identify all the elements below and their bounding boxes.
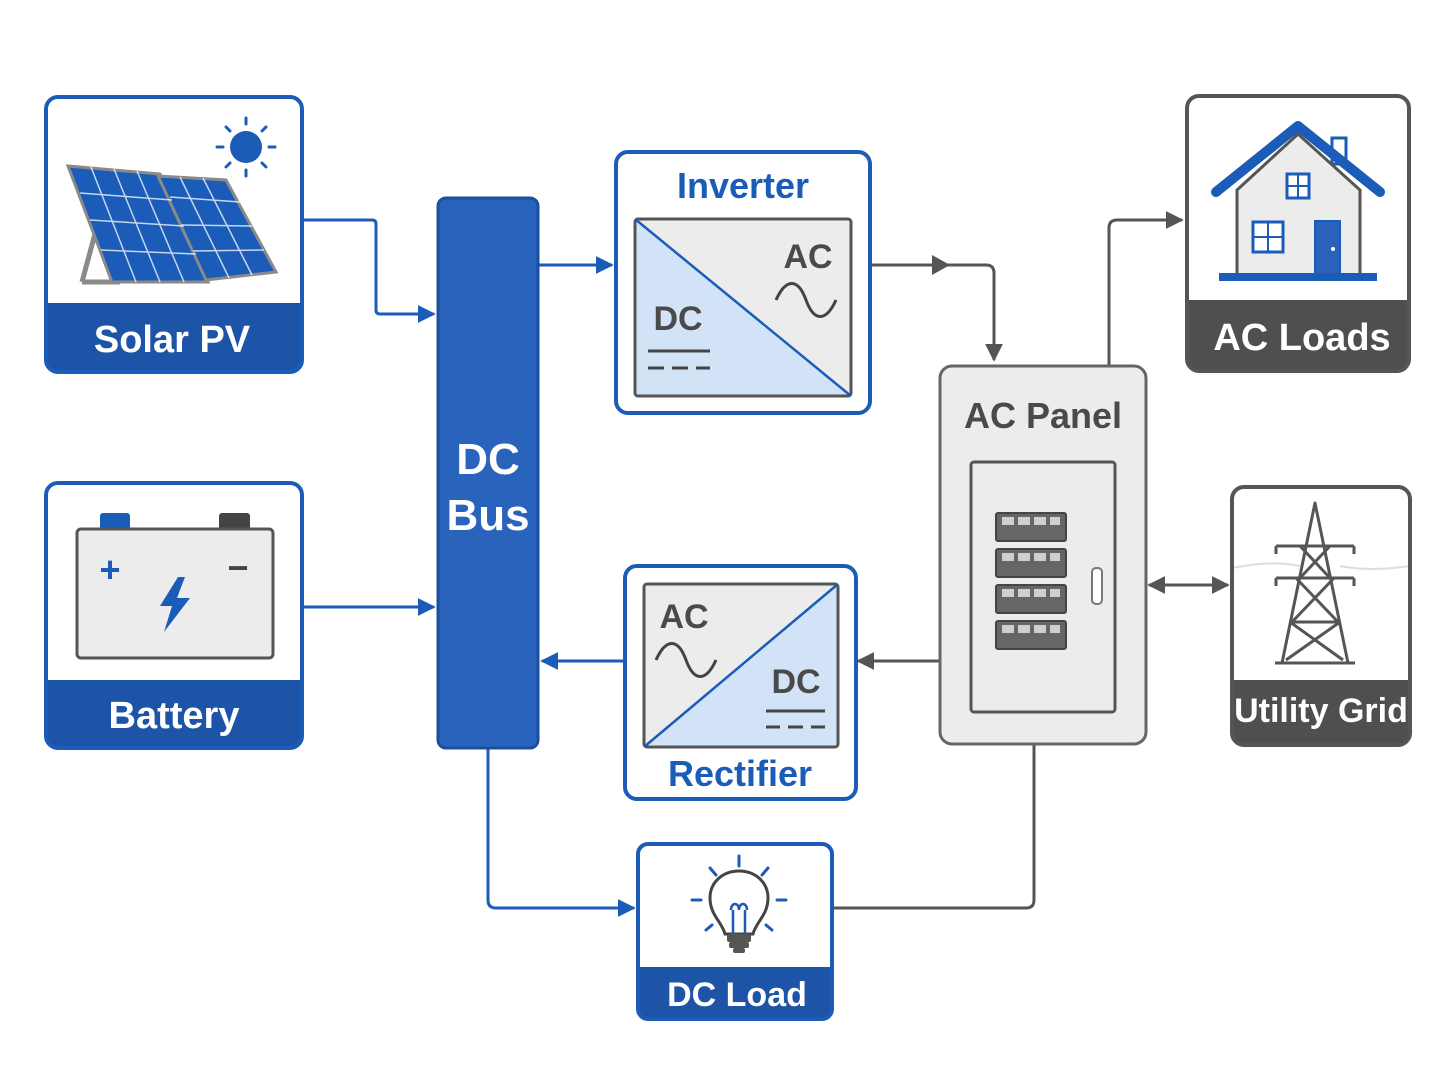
node-battery: + − Battery bbox=[44, 481, 304, 750]
dc-bus-label-line1: DC bbox=[456, 435, 520, 484]
connector-dcbus-to-dcload bbox=[486, 748, 636, 917]
rectifier-dc-label: DC bbox=[771, 663, 820, 701]
connector-acpanel-to-acloads bbox=[1107, 211, 1184, 365]
dc-load-label: DC Load bbox=[667, 976, 807, 1014]
node-solar-pv: Solar PV bbox=[44, 95, 304, 374]
transmission-tower-icon bbox=[1274, 501, 1356, 665]
dc-bus-label-line2: Bus bbox=[446, 491, 529, 540]
house-icon bbox=[1211, 121, 1385, 281]
light-bulb-icon bbox=[690, 854, 788, 953]
connector-dcload-to-acpanel bbox=[833, 744, 1036, 910]
connector-inverter-to-acpanel bbox=[870, 263, 1003, 362]
arrowhead-inverter-output bbox=[932, 255, 950, 275]
inverter-dc-label: DC bbox=[653, 300, 702, 338]
breaker-panel-icon bbox=[969, 460, 1117, 714]
solar-panel-icon bbox=[65, 164, 279, 285]
node-rectifier: AC DC Rectifier bbox=[623, 564, 858, 801]
node-ac-panel: AC Panel bbox=[938, 364, 1148, 746]
ac-sine-icon-rectifier bbox=[654, 642, 718, 678]
ac-dc-converter-icon: AC DC bbox=[642, 582, 840, 749]
node-ac-loads: AC Loads bbox=[1185, 94, 1411, 373]
dc-ac-converter-icon: AC DC bbox=[633, 217, 853, 398]
node-inverter: Inverter AC DC bbox=[614, 150, 872, 415]
ac-sine-icon bbox=[774, 282, 838, 318]
utility-grid-label: Utility Grid bbox=[1234, 692, 1408, 730]
ac-panel-label: AC Panel bbox=[964, 395, 1122, 436]
battery-plus-sign: + bbox=[99, 549, 120, 590]
battery-label: Battery bbox=[109, 695, 240, 737]
node-utility-grid: Utility Grid bbox=[1230, 485, 1412, 747]
battery-icon: + − bbox=[75, 513, 275, 660]
node-dc-bus: DC Bus bbox=[436, 196, 540, 750]
rectifier-ac-label: AC bbox=[659, 598, 708, 636]
inverter-ac-label: AC bbox=[783, 238, 832, 276]
connector-solar-to-dcbus bbox=[304, 218, 436, 323]
solar-pv-label: Solar PV bbox=[94, 319, 251, 361]
battery-minus-sign: − bbox=[227, 547, 248, 588]
rectifier-label: Rectifier bbox=[668, 753, 812, 794]
node-dc-load: DC Load bbox=[636, 842, 834, 1021]
sun-icon bbox=[215, 116, 277, 178]
lightning-bolt-icon bbox=[160, 577, 190, 632]
ac-loads-label: AC Loads bbox=[1213, 317, 1390, 359]
connectors bbox=[304, 211, 1230, 917]
inverter-label: Inverter bbox=[677, 165, 809, 206]
